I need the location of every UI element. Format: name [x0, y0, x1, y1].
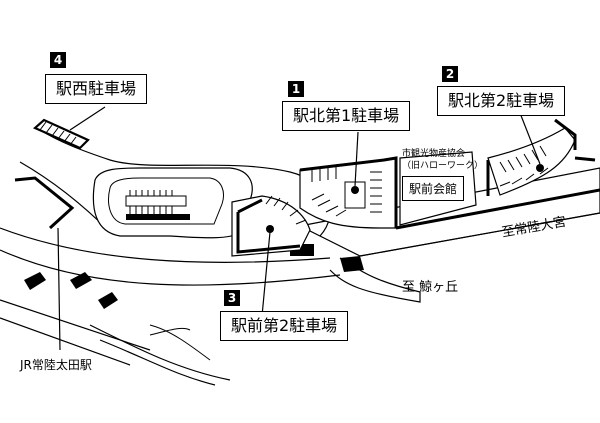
parking-2-label: 駅北第2駐車場 — [437, 86, 566, 116]
road-lower-2 — [0, 249, 341, 286]
association-sub-label: （旧ハローワーク） — [402, 161, 484, 171]
parking-2-stripes — [499, 145, 549, 187]
rail-bottom-2 — [99, 339, 216, 386]
platform-edge — [149, 324, 211, 361]
parking-1-label: 駅北第1駐車場 — [282, 101, 411, 131]
parking-4-label: 駅西駐車場 — [45, 74, 148, 104]
parking-3-number: 3 — [224, 290, 240, 306]
ekimae-hall-label: 駅前会館 — [402, 176, 465, 201]
parking-1-number: 1 — [288, 81, 304, 97]
crosswalks — [24, 244, 364, 309]
road-bottom-right — [149, 327, 191, 336]
road-north-thick — [395, 188, 600, 230]
parking-1-marker — [351, 186, 359, 194]
to-kujiragaoka-label: 至 鯨ヶ丘 — [402, 280, 459, 295]
rail-line-2 — [0, 317, 131, 366]
parking-4-number: 4 — [50, 52, 66, 68]
leader-lines — [57, 106, 541, 351]
association-label: 市観光物産協会 — [402, 149, 466, 159]
station-label: JR常陸太田駅 — [20, 358, 92, 372]
rotary-center — [125, 195, 187, 207]
station-west-thick — [14, 176, 75, 230]
parking-2-thick — [486, 118, 596, 196]
parking-2-number: 2 — [442, 66, 458, 82]
road-lower — [0, 227, 331, 263]
parking-1-thick — [299, 156, 398, 228]
rail-line — [0, 299, 151, 351]
road-east-lower — [359, 212, 600, 257]
parking-4-stripes — [39, 121, 77, 146]
parking-2-marker — [536, 164, 544, 172]
bus-stop-marks — [126, 214, 190, 220]
parking-3-stripes — [265, 195, 307, 225]
parking-1-stripes — [311, 167, 382, 217]
parking-3-label: 駅前第2駐車場 — [220, 311, 349, 341]
rotary-inner — [108, 177, 224, 225]
parking-3-thick — [236, 198, 301, 254]
parking-3-marker — [266, 225, 274, 233]
rail-bottom — [89, 324, 231, 381]
